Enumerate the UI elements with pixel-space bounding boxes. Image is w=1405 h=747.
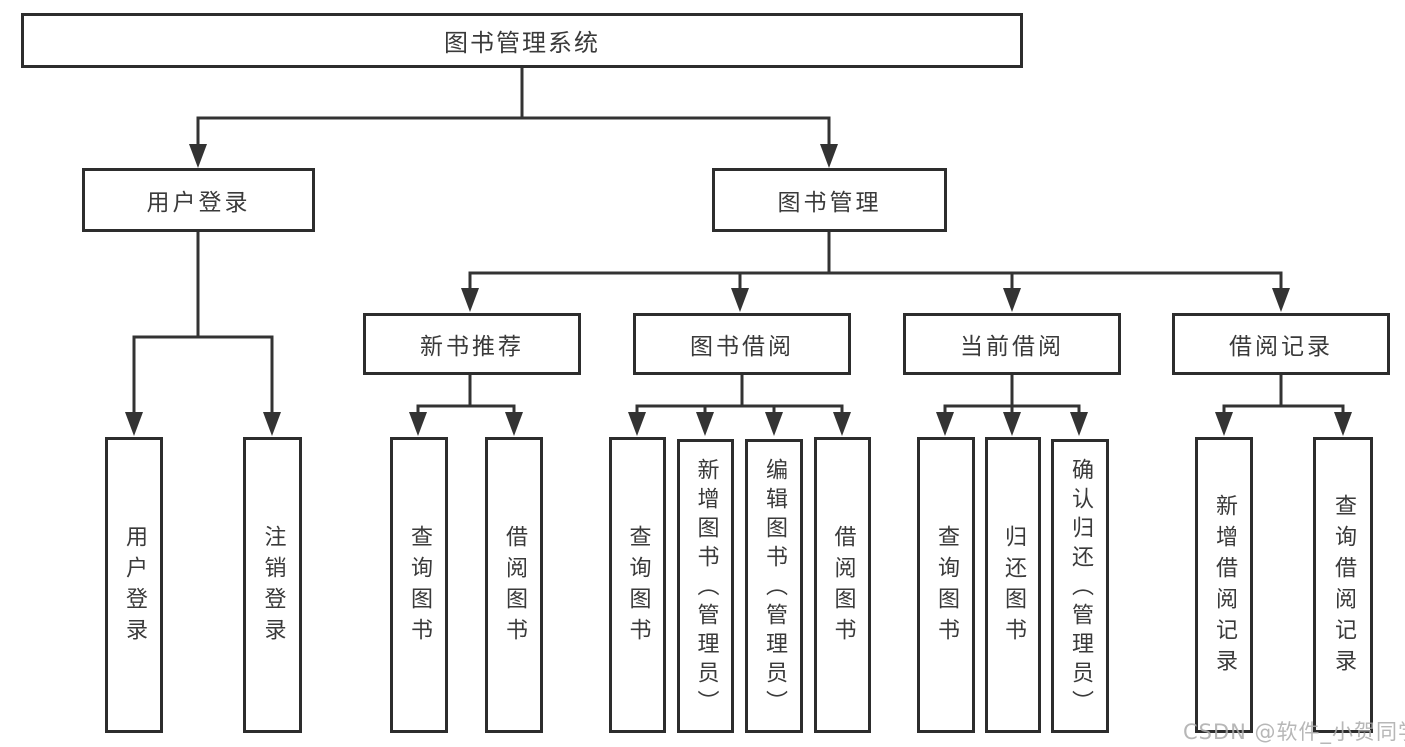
arrowhead	[263, 412, 281, 436]
arrowhead	[1003, 288, 1021, 312]
leaf-add-borrow-record: 新增借阅记录	[1195, 437, 1253, 733]
arrowhead	[1272, 288, 1290, 312]
leaf-add-books-admin: 新增图书（管理员）	[677, 439, 734, 733]
arrowhead	[696, 412, 714, 436]
connector-user-login	[132, 230, 274, 416]
leaf-query-books-recommend: 查询图书	[390, 437, 448, 733]
arrowhead	[833, 412, 851, 436]
arrowhead	[1334, 412, 1352, 436]
arrowhead	[505, 412, 523, 436]
node-library-management-system: 图书管理系统	[21, 13, 1023, 68]
node-user-login: 用户登录	[82, 168, 315, 232]
arrowhead	[628, 412, 646, 436]
leaf-logout-login: 注销登录	[243, 437, 302, 733]
leaf-query-books-current: 查询图书	[917, 437, 975, 733]
connector-book-management	[468, 230, 1283, 292]
leaf-borrow-books-recommend: 借阅图书	[485, 437, 543, 733]
csdn-watermark: CSDN @软件_小贺同学	[1183, 720, 1405, 744]
leaf-borrow-books-borrowing: 借阅图书	[814, 437, 871, 733]
connector-borrowing-records	[1222, 373, 1345, 416]
connector-current-borrowing	[943, 373, 1081, 416]
arrowhead	[936, 412, 954, 436]
arrowhead	[1070, 412, 1088, 436]
connector-book-borrowing	[635, 373, 844, 416]
leaf-user-login: 用户登录	[105, 437, 163, 733]
arrowhead	[1215, 412, 1233, 436]
leaf-return-books: 归还图书	[985, 437, 1041, 733]
arrowhead	[189, 144, 207, 168]
node-book-borrowing: 图书借阅	[633, 313, 851, 375]
arrowhead	[461, 288, 479, 312]
leaf-query-borrow-record: 查询借阅记录	[1313, 437, 1373, 733]
node-book-management: 图书管理	[712, 168, 947, 232]
node-new-book-recommend: 新书推荐	[363, 313, 581, 375]
arrowhead	[820, 144, 838, 168]
arrowhead	[409, 412, 427, 436]
node-borrowing-records: 借阅记录	[1172, 313, 1390, 375]
leaf-query-books-borrowing: 查询图书	[609, 437, 666, 733]
leaf-edit-books-admin: 编辑图书（管理员）	[745, 439, 803, 733]
arrowhead	[765, 412, 783, 436]
node-current-borrowing: 当前借阅	[903, 313, 1121, 375]
leaf-confirm-return-admin: 确认归还（管理员）	[1051, 439, 1109, 733]
arrowhead	[731, 288, 749, 312]
connector-root	[196, 66, 831, 150]
arrowhead	[1003, 412, 1021, 436]
connector-new-book-recommend	[416, 373, 516, 416]
arrowhead	[125, 412, 143, 436]
